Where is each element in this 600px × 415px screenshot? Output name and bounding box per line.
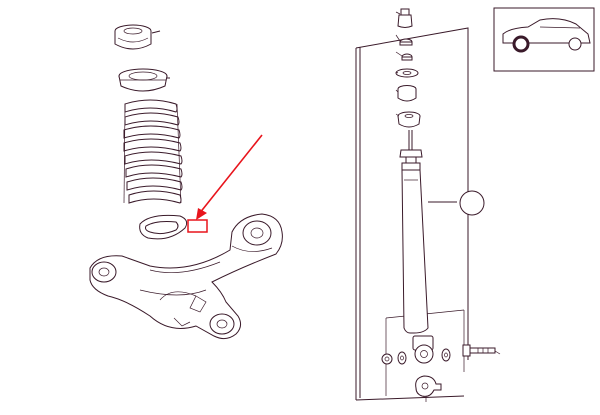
washer-part-32[interactable]: [395, 68, 419, 78]
callout-circle-14: [459, 190, 485, 216]
spring-seat-part-8[interactable]: [114, 24, 152, 50]
spring-pad-part-11[interactable]: [118, 68, 168, 92]
highlight-box-12: [187, 219, 208, 233]
control-arm-assembly[interactable]: [89, 213, 283, 340]
wrench-icon[interactable]: [415, 375, 442, 397]
vehicle-inset: [493, 7, 595, 72]
washer-part-20-right[interactable]: [441, 348, 451, 362]
shock-absorber-part-14[interactable]: [399, 130, 434, 364]
nut-part-23[interactable]: [381, 353, 393, 365]
spring-plate-part-12[interactable]: [139, 214, 188, 240]
bushing-part-29[interactable]: [397, 85, 417, 102]
leader-lines: [395, 11, 403, 117]
nut-part-35-lower[interactable]: [401, 53, 413, 61]
cap-part-38[interactable]: [397, 8, 413, 28]
washer-part-20-left[interactable]: [397, 351, 407, 365]
bolt-part-17[interactable]: [462, 344, 496, 357]
shock-panel-outline: [355, 27, 469, 401]
car-side-icon: [502, 18, 591, 53]
coil-spring-part-5[interactable]: [123, 99, 183, 204]
bushing-part-26[interactable]: [397, 111, 421, 128]
nut-part-35-upper[interactable]: [399, 38, 413, 46]
red-arrow-icon: [196, 134, 263, 220]
